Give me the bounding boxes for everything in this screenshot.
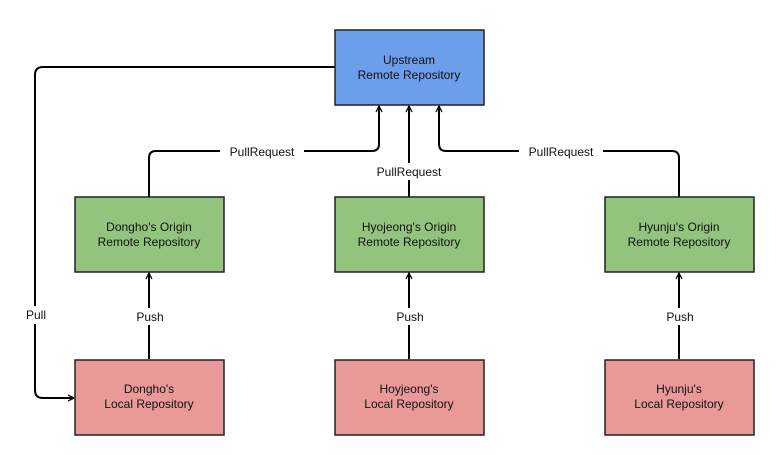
hoyjeong-local-line2: Local Repository bbox=[364, 397, 453, 411]
hyunju-local-node: Hyunju's Local Repository bbox=[604, 359, 755, 436]
hyojeong-origin-line2: Remote Repository bbox=[358, 235, 461, 249]
upstream-box bbox=[334, 29, 485, 106]
pull-edge bbox=[34, 66, 335, 402]
push-hyunju-label: Push bbox=[666, 310, 693, 324]
hyunju-origin-line1: Hyunju's Origin bbox=[639, 220, 720, 234]
pull-request-hyojeong-label-bg bbox=[368, 163, 450, 180]
upstream-node: Upstream Remote Repository bbox=[334, 29, 485, 106]
pull-request-hyunju-label: PullRequest bbox=[529, 145, 594, 159]
pull-request-hyojeong-label: PullRequest bbox=[377, 165, 442, 179]
dongho-local-node: Dongho's Local Repository bbox=[74, 359, 225, 436]
push-dongho-label-bg bbox=[131, 308, 169, 325]
hoyjeong-local-node: Hoyjeong's Local Repository bbox=[334, 359, 485, 436]
hyunju-origin-line2: Remote Repository bbox=[628, 235, 731, 249]
hyojeong-origin-box bbox=[334, 196, 485, 273]
dongho-local-box bbox=[74, 359, 225, 436]
hyojeong-origin-line1: Hyojeong's Origin bbox=[362, 220, 456, 234]
dongho-local-line2: Local Repository bbox=[104, 397, 193, 411]
pull-request-dongho-label-bg bbox=[220, 143, 304, 160]
hyunju-local-box bbox=[604, 359, 755, 436]
push-hyojeong-label: Push bbox=[396, 310, 423, 324]
hoyjeong-local-box bbox=[334, 359, 485, 436]
dongho-origin-line1: Dongho's Origin bbox=[106, 220, 192, 234]
hyunju-local-line1: Hyunju's bbox=[656, 382, 702, 396]
hoyjeong-local-line1: Hoyjeong's bbox=[380, 382, 439, 396]
hyunju-origin-box bbox=[604, 196, 755, 273]
pull-label-bg bbox=[20, 306, 52, 324]
push-hyojeong-label-bg bbox=[391, 308, 429, 325]
push-hyunju-label-bg bbox=[661, 308, 699, 325]
pull-label: Pull bbox=[26, 308, 46, 322]
dongho-origin-node: Dongho's Origin Remote Repository bbox=[74, 196, 225, 273]
dongho-origin-box bbox=[74, 196, 225, 273]
pull-request-hyunju-label-bg bbox=[519, 143, 603, 160]
hyunju-origin-node: Hyunju's Origin Remote Repository bbox=[604, 196, 755, 273]
pull-request-dongho-label: PullRequest bbox=[230, 145, 295, 159]
hyojeong-origin-node: Hyojeong's Origin Remote Repository bbox=[334, 196, 485, 273]
upstream-line1: Upstream bbox=[383, 53, 435, 67]
push-dongho-label: Push bbox=[136, 310, 163, 324]
upstream-line2: Remote Repository bbox=[358, 68, 461, 82]
dongho-local-line1: Dongho's bbox=[124, 382, 174, 396]
hyunju-local-line2: Local Repository bbox=[634, 397, 723, 411]
dongho-origin-line2: Remote Repository bbox=[98, 235, 201, 249]
